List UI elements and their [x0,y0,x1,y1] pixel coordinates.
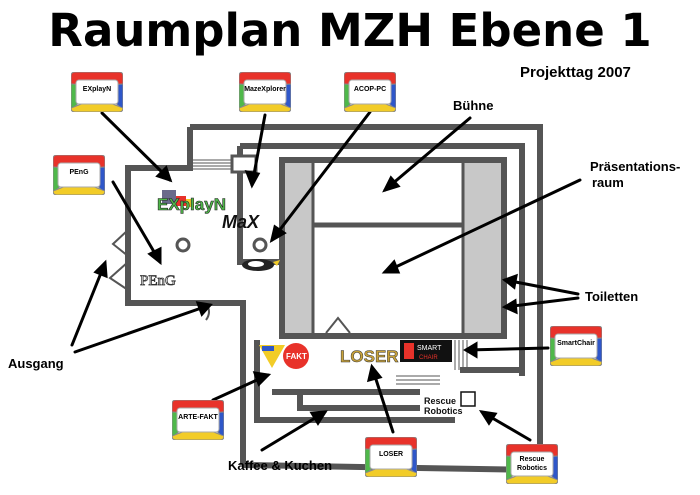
badge-acop: ACOP-PC [344,72,396,112]
max-logo-text: MaX [222,212,260,232]
penguin-robot [242,259,280,271]
badge-explayn: EXplayN [71,72,123,112]
badge-mazexplorer-label: MazeXplorer [244,86,286,93]
column [252,237,268,253]
page-subtitle: Projekttag 2007 [520,64,631,81]
badge-loser-label: LOSER [378,451,404,458]
badge-rescue-line1: Rescue [519,456,545,463]
badge-artefakt-label: ARTE-FAKT [178,414,218,421]
label-toiletten: Toiletten [585,289,639,304]
stair-block [230,154,258,174]
right-gray-block [463,163,501,333]
project-badge-icon [550,326,602,366]
peng-logo-text: PEnG [140,273,176,289]
column [175,237,191,253]
arte-fakt-logo [259,343,309,369]
page-title: Raumplan MZH Ebene 1 [48,4,652,57]
project-badge-icon [53,155,105,195]
explayn-logo-text: EXplayN [157,195,226,214]
label-ausgang: Ausgang [8,356,64,371]
project-badge-icon [365,437,417,477]
badge-loser: LOSER [365,437,417,477]
badge-peng: PEnG [53,155,105,195]
left-gray-block [285,163,313,333]
badge-artefakt: ARTE-FAKT [172,400,224,440]
label-buehne: Bühne [453,98,494,113]
label-praesentation-1: Präsentations- [590,159,681,174]
fakt-logo-text: FAKT [286,352,307,361]
badge-peng-label: PEnG [69,169,89,176]
project-badge-icon [172,400,224,440]
outer-wall [190,124,543,470]
loser-logo-text: LOSER [340,347,399,366]
corridor-inner [297,392,420,411]
project-badge-icon [506,444,558,484]
label-kaffee: Kaffee & Kuchen [228,458,333,473]
chair-logo-text: CHAIR [419,355,438,361]
outer-wall-left [125,127,246,465]
smart-logo-text: SMART [417,345,442,352]
inner-wall-top [240,143,525,376]
badge-rescue-line2: Robotics [517,465,547,472]
project-badge-icon [344,72,396,112]
badge-mazexplorer: MazeXplorer [239,72,291,112]
project-badge-icon [71,72,123,112]
rescue-logo-line1: Rescue [424,396,456,406]
explayn-logo [162,190,194,207]
badge-explayn-label: EXplayN [82,86,112,93]
badge-smartchair: SmartChair [550,326,602,366]
badge-acop-label: ACOP-PC [353,86,387,93]
praesentation-room [279,157,507,339]
rescue-logo-line2: Robotics [424,406,463,416]
badge-smartchair-label: SmartChair [557,340,595,347]
label-praesentation-2: raum [592,175,624,190]
